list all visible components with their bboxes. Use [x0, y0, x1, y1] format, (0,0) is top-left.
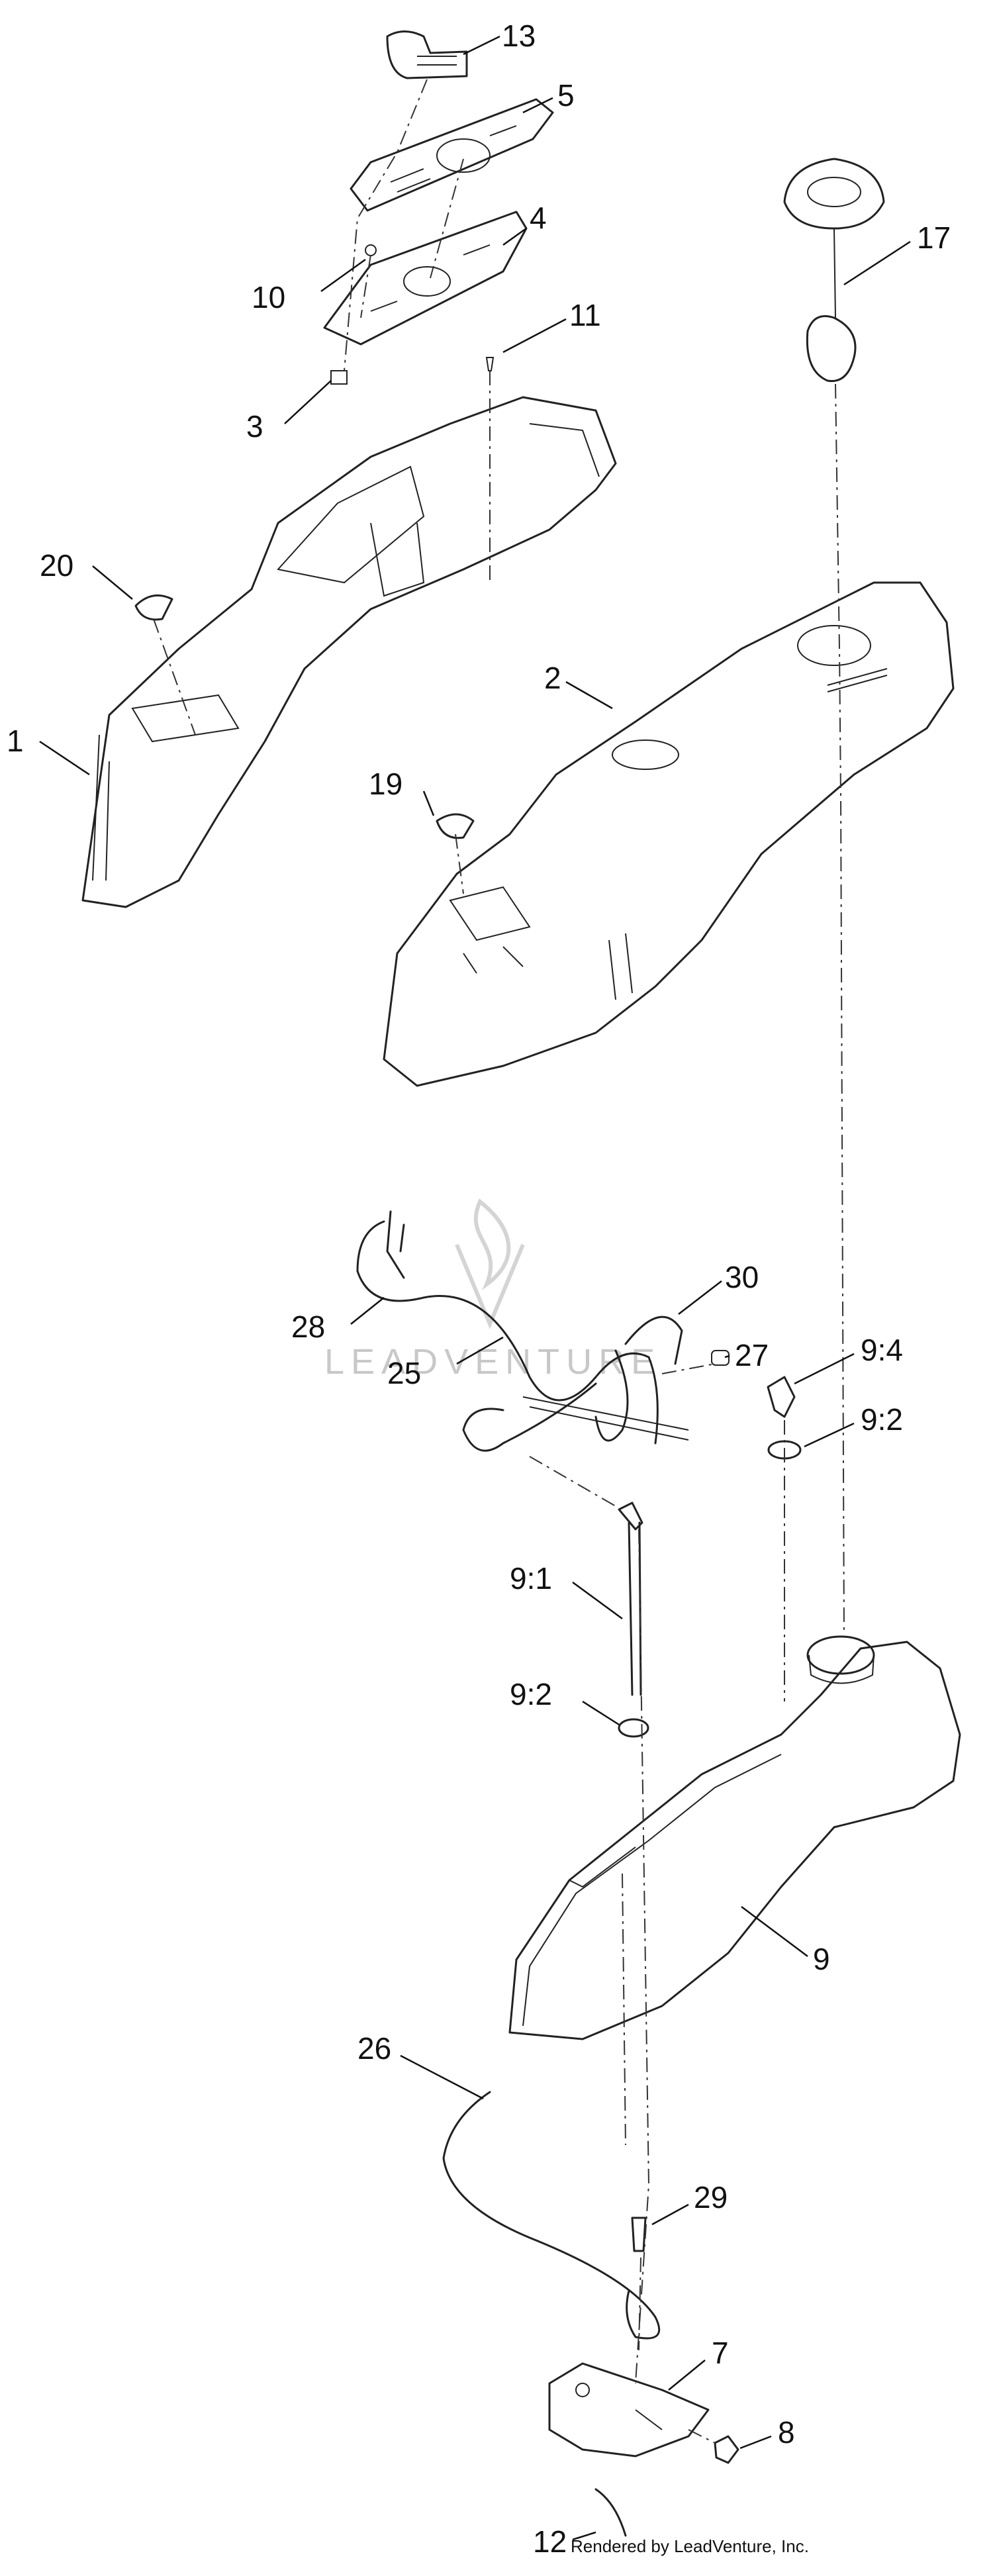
part-2-rear-body [383, 581, 955, 1087]
callout-28: 28 [291, 1310, 325, 1344]
callout-1: 1 [7, 724, 24, 758]
callout-8: 8 [778, 2415, 795, 2450]
callout-30: 30 [725, 1260, 759, 1294]
callout-10: 10 [252, 280, 285, 314]
part-12-strap [594, 2488, 627, 2537]
callout-9-4: 9:4 [861, 1333, 903, 1367]
watermark-logo [455, 1198, 525, 1329]
callout-3: 3 [246, 409, 263, 444]
part-10-screw [365, 244, 377, 256]
part-25-wire-harness [356, 1220, 689, 1452]
assembly-lines [153, 79, 845, 2444]
part-20-decal [134, 594, 173, 621]
callout-20: 20 [40, 548, 73, 583]
part-30-hose [624, 1315, 683, 1365]
part-17-fuel-cap [783, 158, 885, 383]
callout-5: 5 [557, 78, 575, 113]
part-7-bracket [548, 2362, 710, 2457]
part-19-decal [436, 813, 475, 839]
part-13-ignition-key [386, 30, 468, 79]
part-29-valve [631, 2217, 647, 2252]
part-9-fuel-tank [508, 1635, 961, 2040]
callout-11: 11 [569, 298, 601, 332]
part-26-vent-line [442, 2091, 661, 2340]
callout-19: 19 [369, 767, 402, 801]
part-4-panel [323, 211, 528, 346]
rendered-by-credit: Rendered by LeadVenture, Inc. [571, 2536, 809, 2556]
callout-9-2-upper: 9:2 [861, 1402, 903, 1437]
part-28-connector [386, 1210, 405, 1279]
callout-2: 2 [544, 661, 561, 695]
part-8-nut [714, 2435, 739, 2464]
callout-17: 17 [917, 220, 951, 255]
part-1-front-hood [81, 396, 617, 908]
callout-26: 26 [357, 2031, 391, 2066]
leader-lines [39, 35, 911, 2541]
callout-7: 7 [712, 2336, 729, 2370]
callout-12: 12 [533, 2524, 567, 2559]
callout-9-1: 9:1 [510, 1561, 552, 1596]
callout-4: 4 [530, 201, 547, 235]
callout-29: 29 [694, 2180, 728, 2215]
callout-27: 27 [735, 1338, 769, 1372]
callout-9-2-lower: 9:2 [510, 1677, 552, 1711]
part-5-decal-plate [350, 98, 554, 212]
part-27-fitting [711, 1350, 730, 1366]
callout-9: 9 [813, 1942, 830, 1976]
watermark-text: LEADVENTURE [324, 1342, 661, 1382]
part-11-screw [485, 357, 495, 371]
part-3-clip [330, 370, 348, 385]
callout-25: 25 [387, 1356, 421, 1390]
part-9-4-elbow [767, 1376, 796, 1418]
callout-labels: 13 5 4 10 11 3 20 1 17 2 19 28 25 30 27 … [7, 19, 951, 2559]
callout-13: 13 [502, 19, 536, 53]
part-9-2-grommet-lower [618, 1718, 649, 1738]
